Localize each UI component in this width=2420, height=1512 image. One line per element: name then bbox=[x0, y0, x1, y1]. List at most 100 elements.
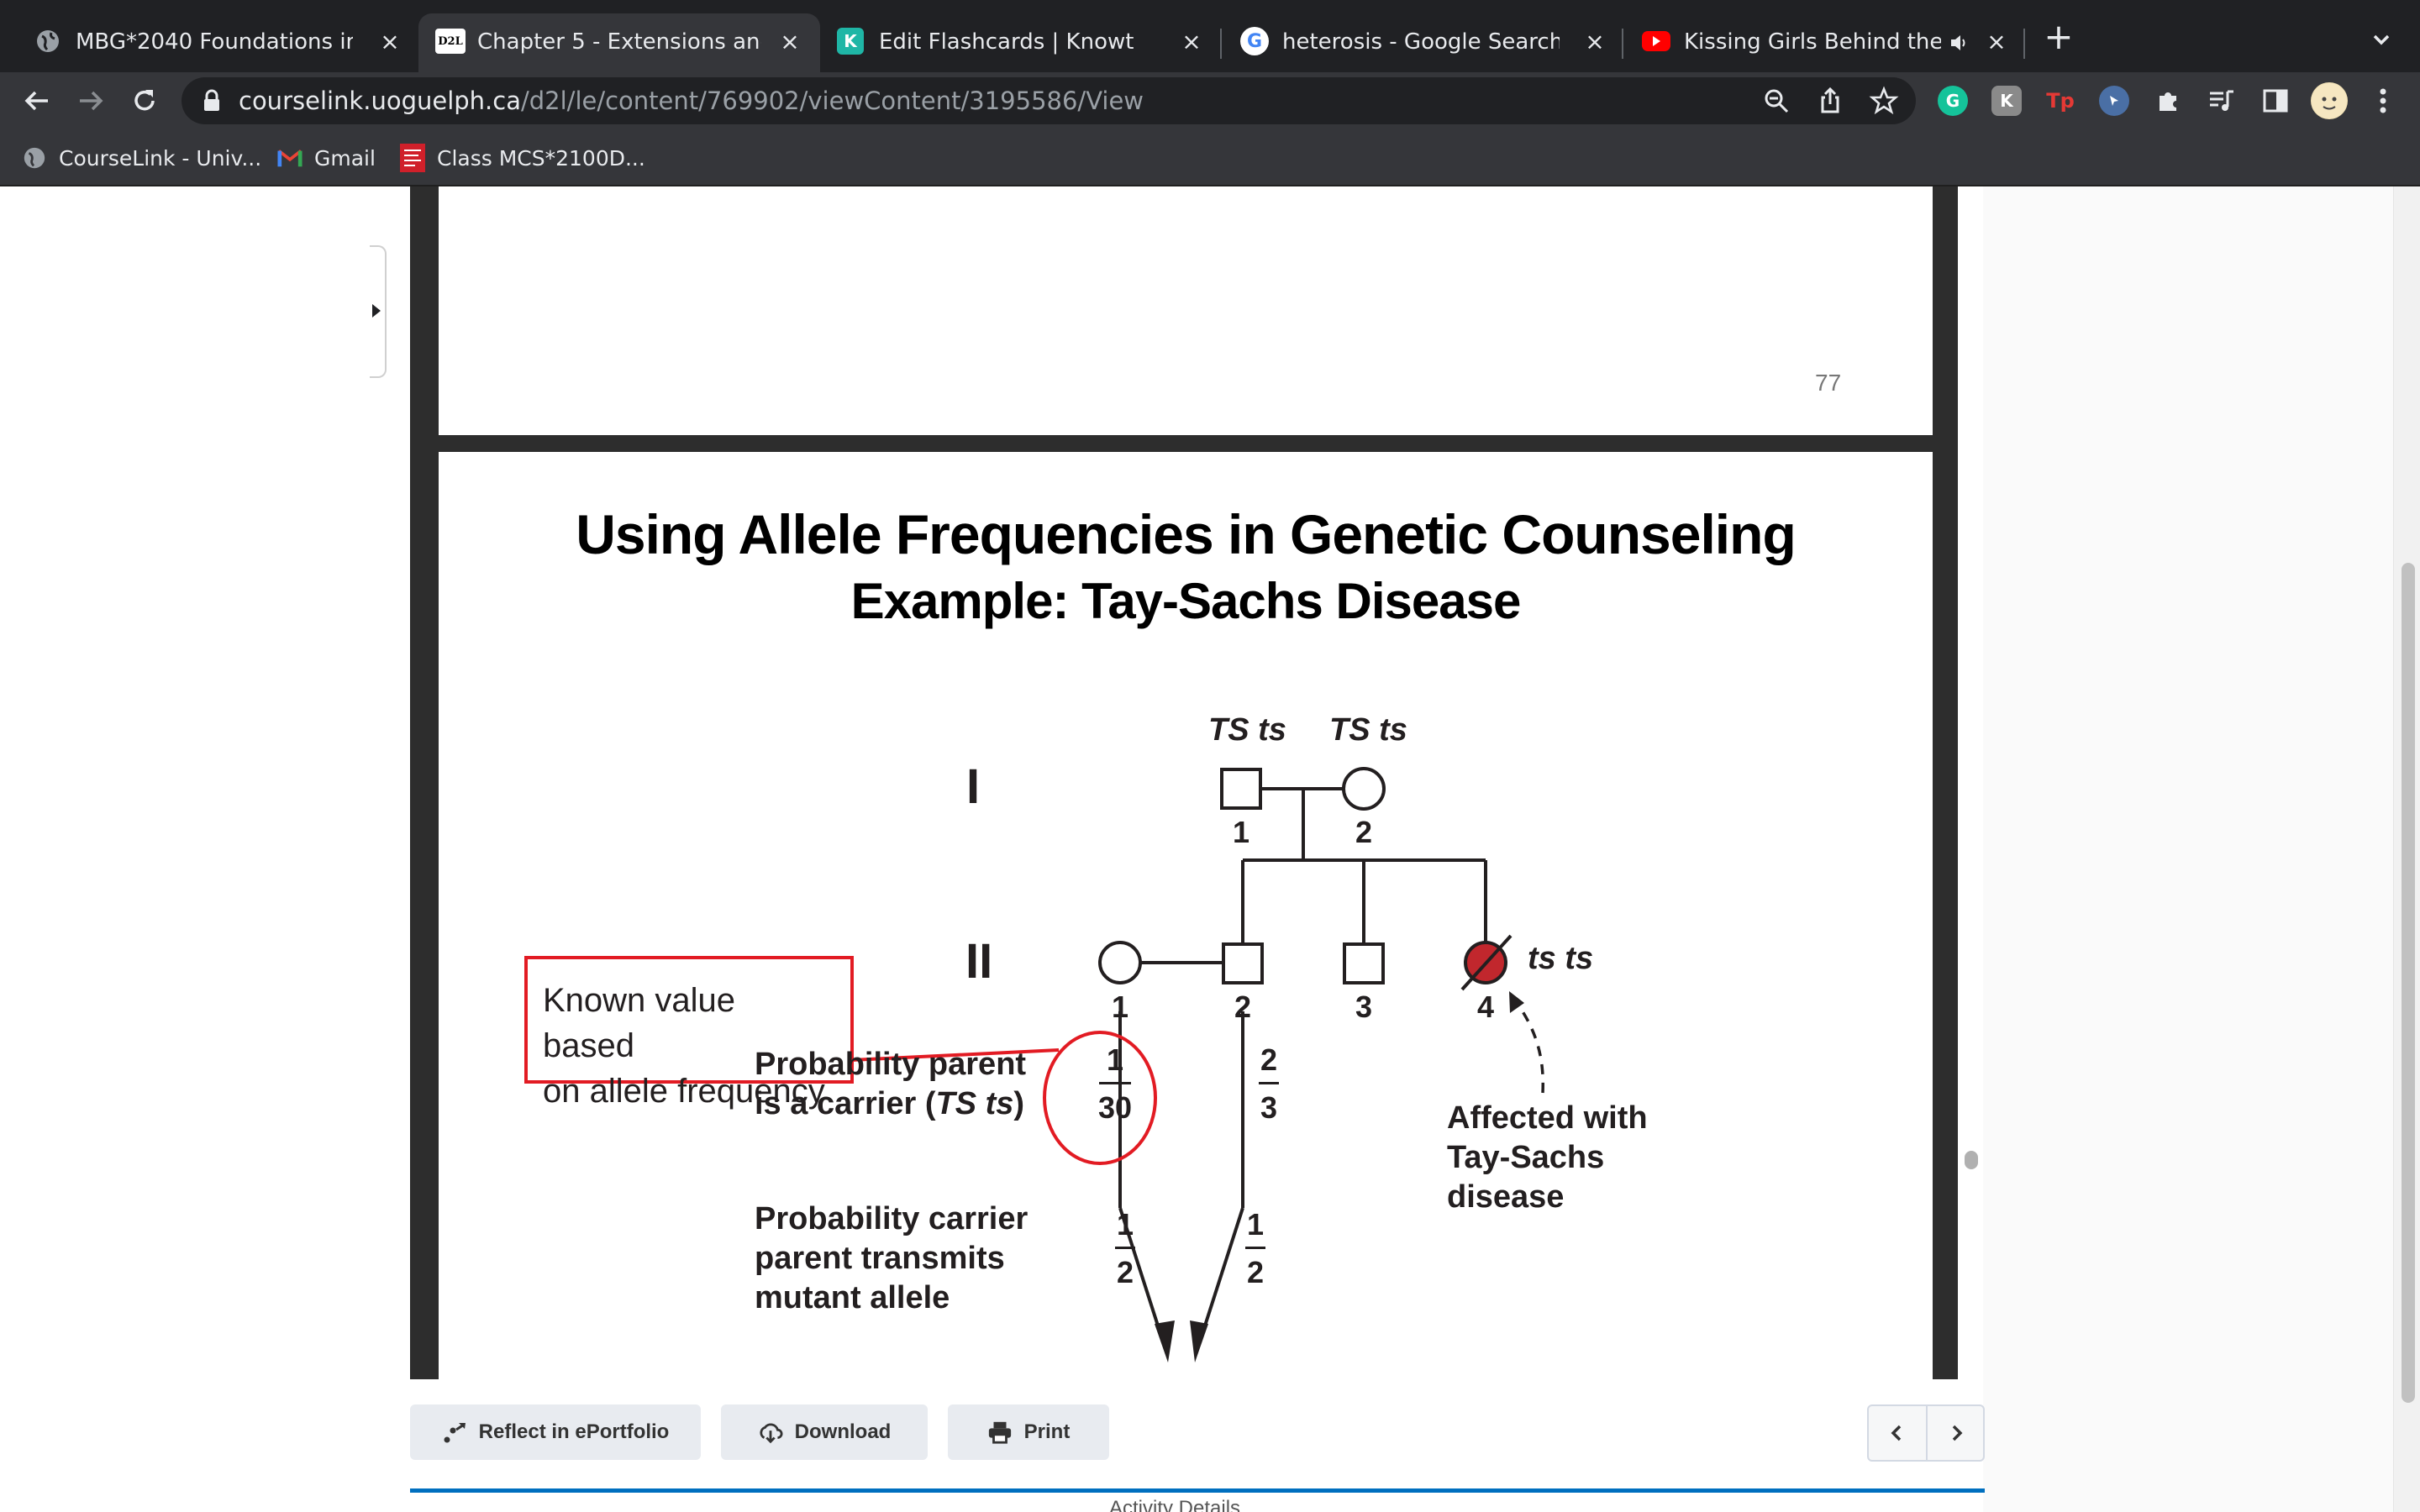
d2l-icon: D2L bbox=[435, 29, 466, 54]
affected-note-line-1: Affected with bbox=[1447, 1100, 1648, 1136]
tab-knowt[interactable]: K Edit Flashcards | Knowt × bbox=[820, 13, 1222, 72]
side-panel-icon[interactable] bbox=[2260, 86, 2291, 116]
prob-transmit-line-2: parent transmits bbox=[755, 1241, 1005, 1276]
bookmark-gmail[interactable]: Gmail bbox=[277, 141, 376, 175]
tp-extension-icon[interactable]: Tp bbox=[2045, 86, 2075, 116]
chevron-right-icon bbox=[1952, 1425, 1963, 1441]
zoom-icon[interactable] bbox=[1761, 86, 1791, 116]
pedigree-female-I2 bbox=[1342, 767, 1386, 811]
globe-icon bbox=[22, 145, 47, 171]
sidebar-toggle[interactable] bbox=[370, 245, 387, 378]
download-cloud-icon bbox=[758, 1420, 783, 1445]
share-icon[interactable] bbox=[1815, 86, 1845, 116]
prob-transmit-line-1: Probability carrier bbox=[755, 1201, 1028, 1236]
individual-number-I2: 2 bbox=[1355, 815, 1373, 849]
pedigree-diagram bbox=[851, 767, 1544, 1362]
url-host: courselink.uoguelph.ca bbox=[239, 87, 521, 115]
knowt-extension-icon[interactable]: K bbox=[1991, 86, 2022, 116]
fraction-numerator: 2 bbox=[1260, 1042, 1278, 1077]
individual-number-I1: 1 bbox=[1232, 815, 1250, 849]
bookmark-class-mcs2100[interactable]: Class MCS*2100D... bbox=[400, 141, 645, 175]
tab-google-search[interactable]: G heterosis - Google Search × bbox=[1223, 13, 1625, 72]
dashed-arrow bbox=[1514, 1000, 1544, 1094]
reflect-eportfolio-button[interactable]: Reflect in ePortfolio bbox=[410, 1404, 701, 1460]
bookmark-star-icon[interactable] bbox=[1869, 86, 1899, 116]
callout-box: Known value based on allele frequency bbox=[524, 956, 854, 1110]
menu-kebab-icon[interactable] bbox=[2363, 81, 2403, 121]
reload-button[interactable] bbox=[124, 81, 165, 121]
printer-icon bbox=[987, 1420, 1013, 1445]
address-bar[interactable]: courselink.uoguelph.ca/d2l/le/content/76… bbox=[182, 77, 1916, 124]
pedigree-male-II3 bbox=[1343, 942, 1385, 984]
forward-button[interactable] bbox=[71, 81, 111, 121]
generation-label-II: II bbox=[965, 934, 993, 989]
fraction-denominator: 30 bbox=[1097, 1090, 1133, 1125]
individual-number-II2: 2 bbox=[1234, 990, 1252, 1024]
tab-separator bbox=[2023, 29, 2025, 59]
back-button[interactable] bbox=[17, 81, 57, 121]
eportfolio-icon bbox=[442, 1420, 467, 1445]
callout-line-2: on allele frequency bbox=[543, 1073, 825, 1110]
bookmarks-bar: CourseLink - Univ... Gmail Class MCS*210… bbox=[0, 129, 2420, 186]
prob-carrier-line-1: Probability parent bbox=[755, 1047, 1027, 1082]
gmail-icon bbox=[277, 145, 302, 171]
page-number: 77 bbox=[1815, 370, 1842, 396]
viewer-scroll-indicator[interactable] bbox=[1965, 1151, 1978, 1169]
url-text[interactable]: courselink.uoguelph.ca/d2l/le/content/76… bbox=[239, 86, 1144, 116]
media-control-icon[interactable] bbox=[2207, 86, 2237, 116]
tab-mbg2040[interactable]: MBG*2040 Foundations in Mol × bbox=[17, 13, 412, 72]
tab-title: Kissing Girls Behind the Ch bbox=[1684, 29, 1941, 55]
fraction-II2-transmit: 1 2 bbox=[1230, 1210, 1281, 1288]
close-tab-icon[interactable]: × bbox=[1986, 28, 2007, 55]
deceased-slash bbox=[1460, 934, 1512, 991]
fraction-numerator: 1 bbox=[1116, 1207, 1134, 1242]
extensions-puzzle-icon[interactable] bbox=[2153, 86, 2183, 116]
activity-details-heading: Activity Details bbox=[1109, 1497, 1241, 1512]
tab-title: MBG*2040 Foundations in Mol bbox=[76, 29, 353, 55]
tab-chapter5[interactable]: D2L Chapter 5 - Extensions and Mo × bbox=[418, 13, 820, 72]
browser-toolbar: courselink.uoguelph.ca/d2l/le/content/76… bbox=[0, 72, 2420, 129]
google-icon-text: G bbox=[1246, 30, 1263, 52]
tab-title: heterosis - Google Search bbox=[1282, 29, 1560, 55]
close-tab-icon[interactable]: × bbox=[780, 28, 800, 55]
tab-youtube[interactable]: Kissing Girls Behind the Ch × bbox=[1625, 13, 2027, 72]
fraction-II1-carrier: 1 30 bbox=[1090, 1045, 1140, 1123]
page-scrollbar-thumb[interactable] bbox=[2402, 563, 2415, 1403]
tab-separator bbox=[1220, 29, 1222, 59]
cursor-extension-icon[interactable] bbox=[2099, 86, 2129, 116]
close-tab-icon[interactable]: × bbox=[380, 28, 400, 55]
download-label: Download bbox=[794, 1420, 892, 1443]
profile-avatar[interactable] bbox=[2311, 82, 2348, 119]
pedigree-male-II2 bbox=[1222, 942, 1264, 984]
close-tab-icon[interactable]: × bbox=[1181, 28, 1202, 55]
expand-arrow-icon bbox=[372, 304, 381, 318]
audio-playing-icon[interactable] bbox=[1948, 32, 1970, 54]
knowt-icon-text: K bbox=[844, 31, 857, 51]
slide-page: Using Allele Frequencies in Genetic Coun… bbox=[439, 452, 1933, 1379]
youtube-icon bbox=[1642, 31, 1670, 51]
mcgraw-hill-icon bbox=[400, 144, 425, 172]
highlight-circle bbox=[1043, 1031, 1157, 1165]
url-path: /d2l/le/content/769902/viewContent/31955… bbox=[520, 87, 1144, 115]
individual-number-II3: 3 bbox=[1355, 990, 1373, 1024]
fraction-II1-transmit: 1 2 bbox=[1100, 1210, 1150, 1288]
genotype-II4: ts ts bbox=[1528, 941, 1594, 976]
generation-label-I: I bbox=[966, 759, 981, 814]
lock-icon[interactable] bbox=[202, 89, 222, 113]
prob-carrier-line-2: is a carrier (TS ts) bbox=[755, 1086, 1025, 1121]
previous-topic-button[interactable] bbox=[1869, 1406, 1926, 1460]
tab-search-button[interactable] bbox=[2365, 24, 2398, 57]
bookmark-courselink[interactable]: CourseLink - Univ... bbox=[22, 141, 261, 175]
bookmark-label: Class MCS*2100D... bbox=[437, 145, 645, 171]
fraction-denominator: 2 bbox=[1116, 1255, 1134, 1289]
next-topic-button[interactable] bbox=[1928, 1406, 1985, 1460]
fraction-denominator: 3 bbox=[1260, 1090, 1278, 1125]
new-tab-button[interactable]: + bbox=[2044, 16, 2074, 57]
close-tab-icon[interactable]: × bbox=[1585, 28, 1605, 55]
tab-strip: MBG*2040 Foundations in Mol × D2L Chapte… bbox=[0, 0, 2420, 72]
download-button[interactable]: Download bbox=[721, 1404, 928, 1460]
prob-carrier-label: Probability parent is a carrier (TS ts) bbox=[755, 1045, 1026, 1124]
print-button[interactable]: Print bbox=[948, 1404, 1109, 1460]
slide-subtitle: Example: Tay-Sachs Disease bbox=[850, 573, 1522, 629]
grammarly-icon[interactable]: G bbox=[1938, 86, 1968, 116]
